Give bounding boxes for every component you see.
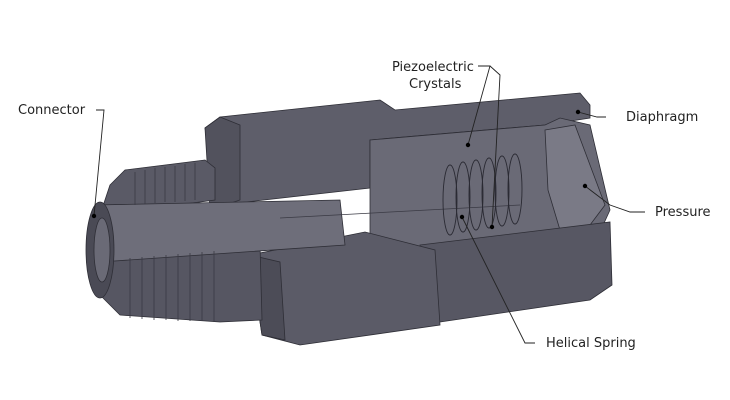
piezo-label-line2: Crystals — [409, 77, 462, 92]
helical-spring-label: Helical Spring — [546, 336, 636, 351]
thread-lines — [129, 163, 521, 322]
pressure-label: Pressure — [655, 205, 711, 220]
leader-lines — [93, 65, 645, 344]
diaphragm-label: Diaphragm — [626, 110, 699, 125]
helical-spring — [442, 153, 523, 236]
piezo-label-line1: Piezoelectric — [392, 60, 474, 75]
housing-upper — [204, 92, 591, 206]
connector-label: Connector — [18, 103, 86, 118]
leader-dots — [91, 109, 588, 230]
